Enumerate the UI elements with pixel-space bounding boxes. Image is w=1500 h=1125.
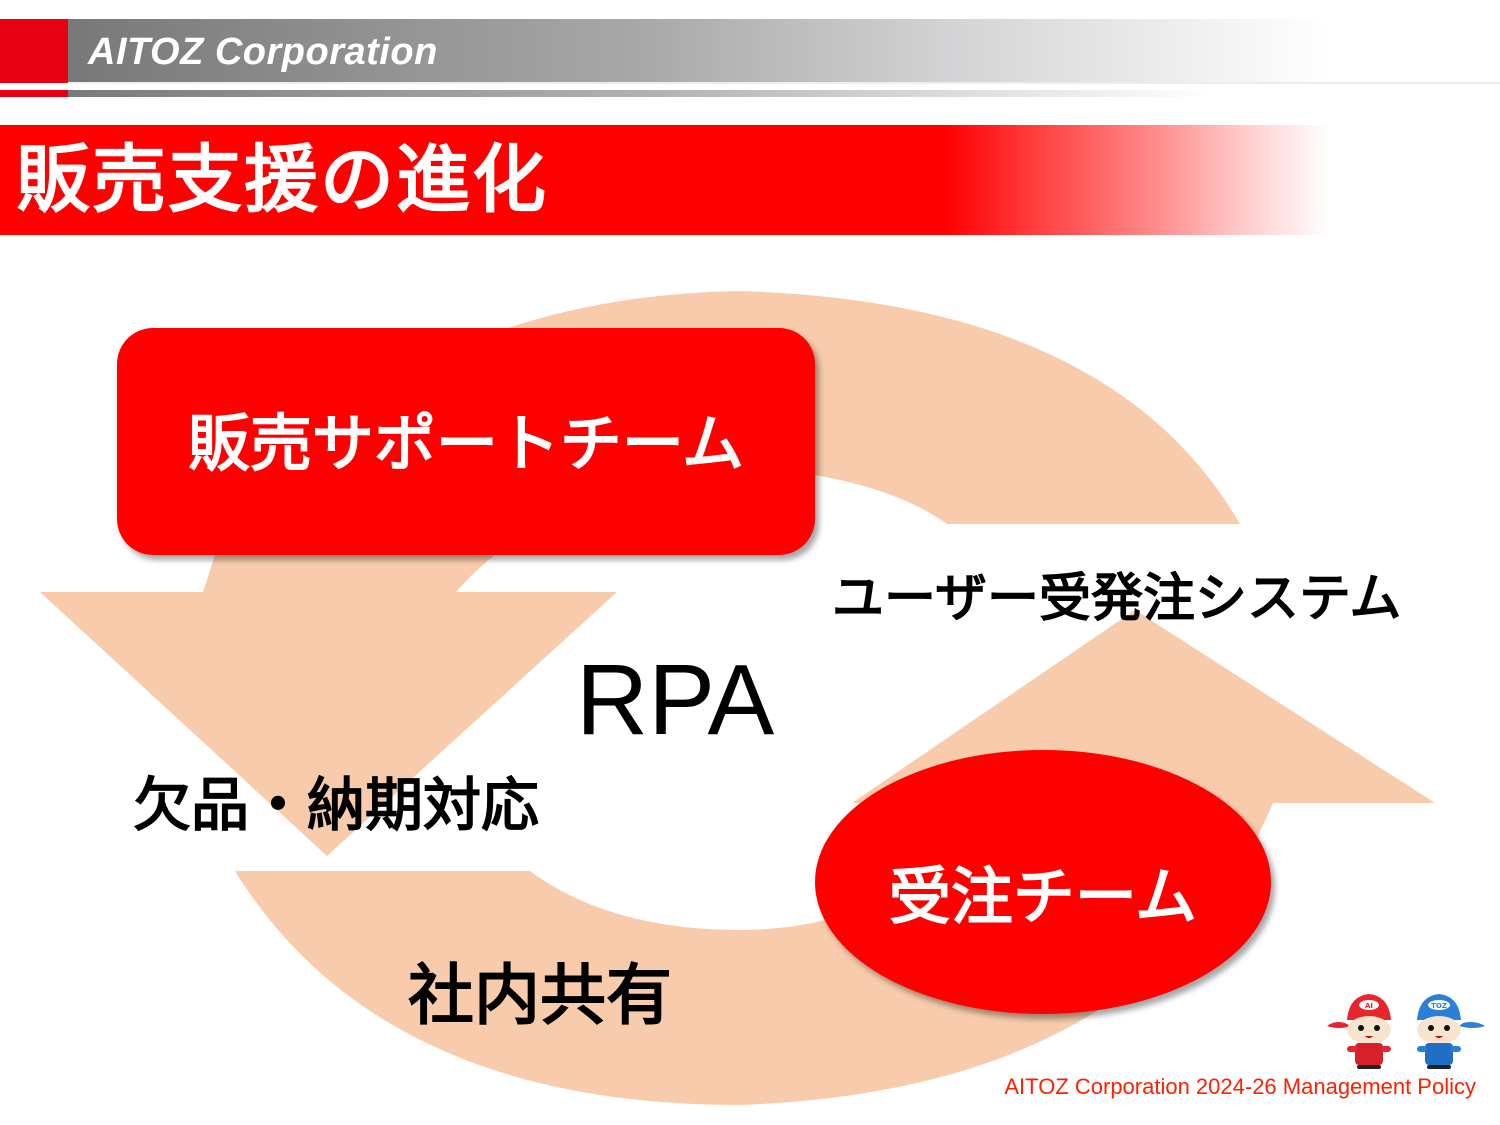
footer-text: AITOZ Corporation 2024-26 Management Pol… [1004, 1074, 1476, 1099]
sales-support-team-node: 販売サポートチーム [117, 328, 815, 555]
mascot-characters: AI TOZ [1327, 994, 1485, 1069]
internal-sharing-label: 社内共有 [408, 957, 672, 1034]
mascot-red-icon: AI [1327, 994, 1391, 1069]
svg-text:TOZ: TOZ [1431, 1002, 1447, 1010]
rpa-center-label: RPA [576, 644, 775, 756]
mascot-blue-icon: TOZ [1417, 994, 1485, 1069]
slide-title: 販売支援の進化 [16, 137, 548, 223]
header-red-stripe [0, 90, 68, 97]
svg-text:AI: AI [1365, 1002, 1373, 1010]
user-order-system-label: ユーザー受発注システム [832, 569, 1402, 629]
sales-support-team-label: 販売サポートチーム [187, 406, 745, 480]
shortage-delivery-label: 欠品・納期対応 [133, 771, 540, 839]
header-gradient-bar [68, 19, 1500, 83]
order-team-node: 受注チーム [815, 750, 1271, 1014]
header-red-block [0, 19, 68, 83]
company-logo: AITOZ Corporation [88, 31, 438, 73]
header-divider [68, 82, 1500, 84]
header-gray-stripe [68, 90, 1500, 97]
title-bar [0, 125, 1330, 235]
order-team-label: 受注チーム [888, 860, 1198, 933]
